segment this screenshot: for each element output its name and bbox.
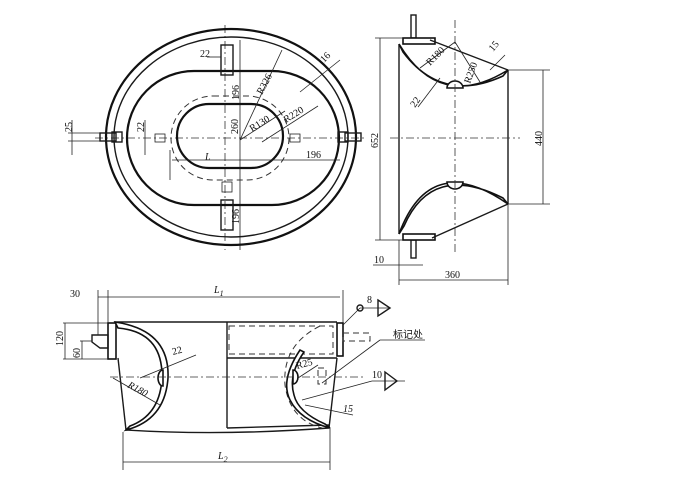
rib-right [337,131,349,143]
marking-leader [321,339,381,384]
right-lug-inner [292,369,299,385]
rib-bottom [220,199,234,231]
bottom-slant [431,203,509,239]
fillet-weld-10-icon [384,370,399,392]
dim-22-front: 22 [171,345,184,358]
dim-440: 440 [534,131,545,146]
bottom-shell [398,182,509,235]
dim-15-front: 15 [343,404,353,415]
dim-22: 22 [408,95,423,110]
rib-top [220,44,234,76]
dim-r250: R250 [462,61,480,85]
weld-all-around-icon [356,304,364,312]
inner-opening [175,102,285,170]
dim-22-top: 22 [200,49,210,60]
left-shell [113,320,169,432]
dim-r180: R180 [424,45,447,68]
fillet-weld-8-icon [377,298,392,318]
dim-360: 360 [445,270,460,281]
left-slant [117,357,127,431]
dim-15: 15 [487,39,502,54]
d22-leader [417,77,441,108]
dim-L: L [204,152,211,163]
dim-10: 10 [374,255,384,266]
stub-bottom [221,181,233,193]
dim-260: 260 [230,119,241,134]
r180-leader [112,377,161,406]
dim-L1: L1 [213,285,224,298]
dim-652: 652 [370,133,381,148]
hidden-contour [170,95,290,181]
dim-196-bottom: 196 [231,209,242,224]
dim-L2: L2 [217,451,228,464]
stub-right [289,133,301,143]
stub-left [154,133,166,143]
dim-r220: R220 [282,105,306,126]
pin-top [410,14,417,39]
left-flange [107,322,117,360]
top-shell [398,43,509,87]
r130-leader [239,110,286,141]
weld10-leader [301,380,373,401]
d16-leader [299,59,341,93]
weld-8-label: 8 [367,295,372,306]
weld-10-label: 10 [372,370,382,381]
dim-25: 25 [64,122,75,132]
d15-leader [304,404,354,416]
right-flange [336,322,344,357]
dim-r326: R326 [255,72,275,96]
dim-22-left: 22 [136,122,147,132]
front-view: 30 L1 120 60 22 R180 R25 8 标记处 10 15 L2 [55,285,425,470]
outer-ring [104,27,358,247]
outer-ring-inner [113,36,349,238]
rib-left [111,131,123,143]
right-slant [328,357,338,429]
r326-leader [239,49,283,141]
marking-location-label: 标记处 [393,329,423,341]
dim-r180-front: R180 [125,379,150,399]
r180-leader [419,41,456,69]
d22-leader [139,354,197,379]
dim-60: 60 [72,348,83,358]
lug-left [99,132,117,142]
lug-right [344,132,362,142]
pin-bottom [410,239,417,259]
left-lug [91,334,109,349]
dim-196-top: 196 [231,85,242,100]
left-lug-inner [157,369,164,387]
dim-r130: R130 [248,114,272,135]
plate-top [402,37,436,45]
weld8-leader [342,307,361,326]
d15-leader [489,54,506,71]
hidden-band [228,325,334,355]
marking-box [317,367,327,385]
right-shell-hidden [284,325,323,429]
side-view: R180 R250 15 22 652 440 10 360 [370,14,550,285]
dim-r25: R25 [295,357,314,372]
right-lug [342,332,371,342]
dim-30: 30 [70,289,80,300]
r25-leader [297,364,319,379]
dim-196-right: 196 [306,150,321,161]
bottom-inner [226,424,330,429]
bottom-edge [125,427,330,434]
r250-leader [454,41,481,83]
dim-120: 120 [55,331,66,346]
r220-leader [261,105,319,143]
top-view: 22 196 R326 16 25 22 260 R130 R220 L 196… [64,25,365,250]
plate-bottom [402,233,436,241]
